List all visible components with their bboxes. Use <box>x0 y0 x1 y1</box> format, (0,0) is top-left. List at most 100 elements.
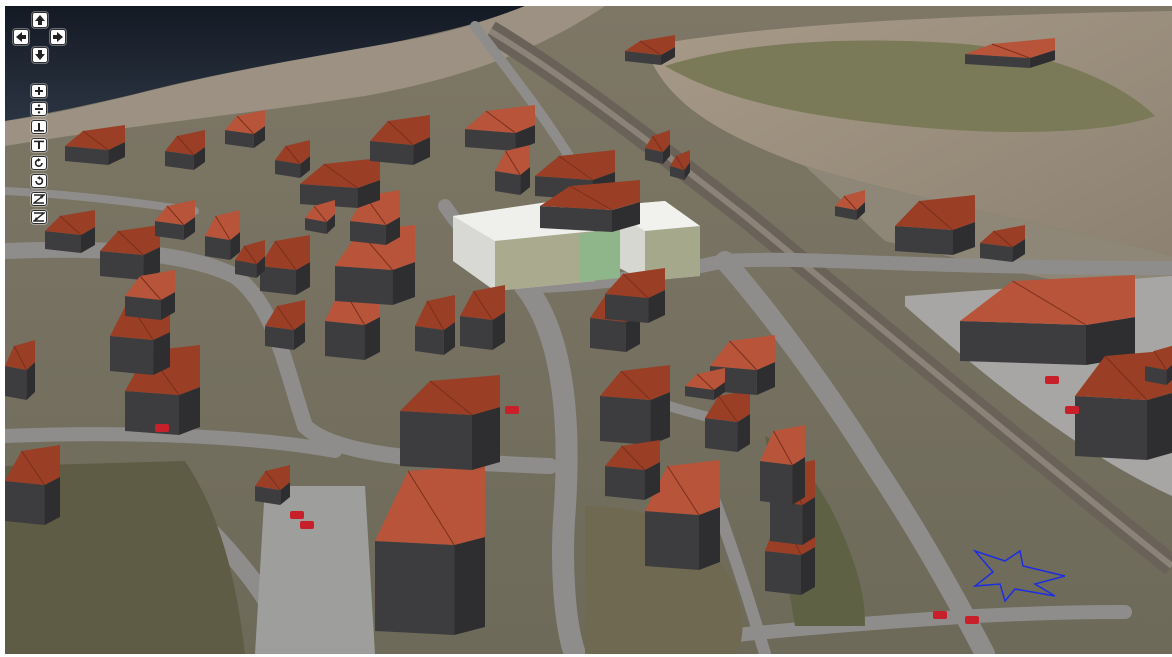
building-wall <box>1012 239 1025 262</box>
building-roof-ridge <box>505 150 521 176</box>
building-roof <box>895 195 975 230</box>
building <box>225 110 265 148</box>
building <box>415 295 455 355</box>
tilt-down-button[interactable] <box>31 120 47 134</box>
building-wall <box>153 332 170 375</box>
building-wall <box>357 180 380 208</box>
building-roof <box>225 110 265 134</box>
rotate-ccw-icon <box>35 176 44 185</box>
building-roof <box>305 200 335 222</box>
building-roof-ridge <box>13 345 28 371</box>
building <box>275 140 310 178</box>
building-roof-ridge <box>166 205 185 226</box>
building-roof-ridge <box>621 445 645 471</box>
arrow-left-icon <box>16 32 26 42</box>
building-roof-ridge <box>918 200 953 231</box>
building <box>705 390 750 452</box>
building-roof-ridge <box>285 145 301 165</box>
building-wall <box>1145 366 1167 385</box>
building-wall <box>255 486 281 505</box>
building-roof <box>45 210 95 235</box>
building-roof <box>255 465 290 490</box>
building-roof-ridge <box>426 300 445 331</box>
building-roof <box>605 440 660 470</box>
building <box>495 145 530 195</box>
building <box>45 210 95 253</box>
building <box>255 465 290 505</box>
zoom-in-button[interactable] <box>31 84 47 98</box>
building-wall <box>661 47 675 65</box>
building <box>300 158 380 208</box>
building-roof-ridge <box>991 43 1030 59</box>
building-roof <box>465 105 535 133</box>
building-roof-ridge <box>639 40 662 56</box>
height-up-button[interactable] <box>31 192 47 206</box>
car <box>290 511 304 519</box>
building-roof <box>65 125 125 150</box>
building-roof-ridge <box>696 373 715 391</box>
rotate-clockwise-button[interactable] <box>31 156 47 170</box>
building-wall <box>625 51 661 65</box>
building-wall <box>960 321 1086 365</box>
building-wall <box>520 167 530 195</box>
building-wall <box>443 322 455 355</box>
building-wall <box>600 396 651 445</box>
building-wall <box>81 227 95 253</box>
building <box>5 445 60 525</box>
building <box>460 285 505 350</box>
building-roof <box>165 130 205 155</box>
height-down-button[interactable] <box>31 210 47 224</box>
building <box>960 275 1135 365</box>
building-roof-ridge <box>1104 355 1148 401</box>
building-wall <box>1166 364 1172 385</box>
building-wall <box>326 214 335 234</box>
tilt-up-icon <box>34 140 44 149</box>
building-wall <box>626 314 640 352</box>
building-wall <box>605 294 649 323</box>
building-wall <box>325 321 365 360</box>
building-roof-ridge <box>652 135 664 153</box>
zoom-out-button[interactable] <box>31 102 47 116</box>
pan-right-button[interactable] <box>50 29 66 45</box>
building-roof-ridge <box>729 340 758 371</box>
building-roof <box>605 268 665 298</box>
building-roof <box>965 38 1055 58</box>
building-roof-ridge <box>773 430 793 466</box>
building-wall <box>1075 396 1147 460</box>
building-wall <box>802 497 815 545</box>
arrow-right-icon <box>53 32 63 42</box>
pan-left-button[interactable] <box>13 29 29 45</box>
building-wall <box>645 148 663 164</box>
building-roof-ridge <box>1012 280 1087 326</box>
map-viewport[interactable] <box>5 6 1172 654</box>
building-wall <box>300 184 358 208</box>
building-wall <box>265 326 294 350</box>
building-wall <box>612 202 640 232</box>
building-wall <box>293 322 305 350</box>
building <box>165 130 205 170</box>
building <box>400 375 500 470</box>
building <box>645 460 720 570</box>
building-wall <box>5 481 45 525</box>
building-roof-ridge <box>620 370 651 401</box>
building <box>625 35 675 65</box>
building-wall <box>1147 392 1172 460</box>
building-roof <box>460 285 505 320</box>
building-roof <box>5 340 35 370</box>
building-wall <box>108 142 125 165</box>
building-wall <box>300 156 310 178</box>
rotate-counterclockwise-button[interactable] <box>31 174 47 188</box>
building-roof-ridge <box>473 290 493 321</box>
building-wall <box>645 511 699 570</box>
building <box>1145 345 1172 385</box>
building <box>465 105 535 151</box>
map-3d-scene[interactable] <box>5 6 1172 654</box>
tilt-up-button[interactable] <box>31 138 47 152</box>
building-wall <box>952 222 975 255</box>
building-roof-ridge <box>675 155 685 171</box>
building-roof-ridge <box>387 120 414 146</box>
rotate-cw-icon <box>34 158 43 167</box>
building-roof-ridge <box>139 275 162 301</box>
pan-up-button[interactable] <box>32 12 48 28</box>
pan-down-button[interactable] <box>32 47 48 63</box>
